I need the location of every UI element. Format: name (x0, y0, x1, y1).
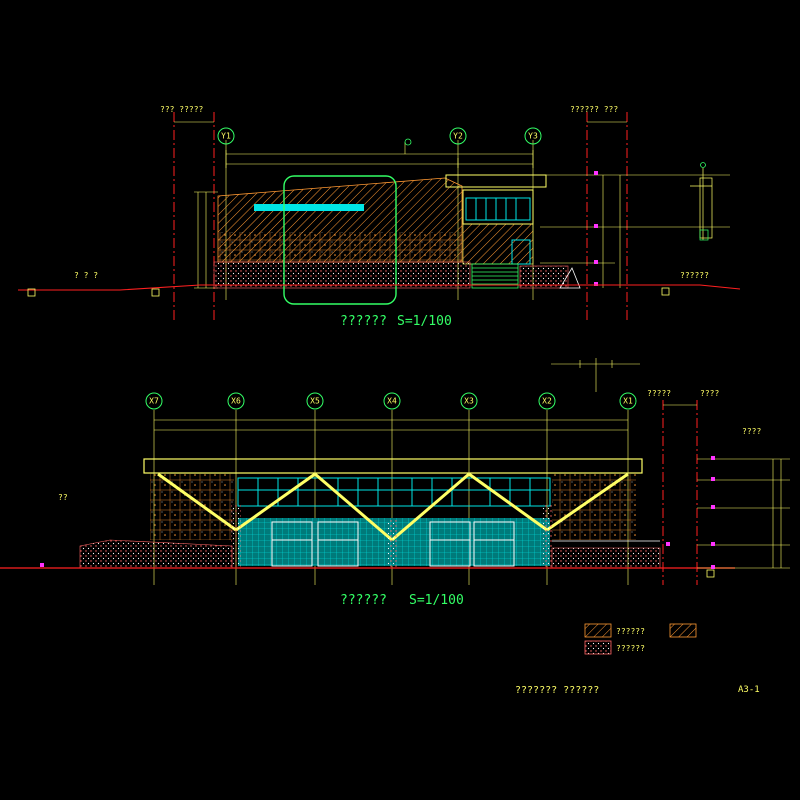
legend-swatch-hatch-b (669, 623, 697, 638)
legend-label: ?????? (616, 627, 645, 636)
upper-title: ?????? (340, 314, 387, 329)
wall-section-detail (690, 168, 713, 241)
upper-axis-bubbles: Y1 Y2 Y3 (217, 127, 542, 145)
material-legend: ?????? ?????? (584, 623, 697, 655)
axis-label: X1 (623, 397, 633, 406)
axis-label: X3 (464, 397, 474, 406)
diagonal-braces (157, 472, 629, 542)
right-plinth (519, 265, 569, 289)
lower-axis-bubbles: X7 X6 X5 X4 X3 X2 X1 (145, 392, 637, 410)
level-markers (594, 171, 598, 286)
section-mark (551, 358, 640, 392)
upper-elevation: ??? ????? ?????? ??? Y1 Y2 Y3 (18, 105, 741, 329)
sheet-title: ??????? ?????? (515, 685, 599, 696)
axis-label: X7 (149, 397, 159, 406)
upper-side-label-left: ??? ????? (160, 105, 204, 114)
axis-label: Y1 (221, 132, 231, 141)
lower-left-note: ?? (58, 493, 68, 502)
highlight-frame (283, 175, 397, 305)
lower-right-levels (697, 458, 790, 569)
legend-swatch-dots (584, 640, 612, 655)
upper-dimension-lines (225, 142, 534, 168)
right-stone-wall (552, 474, 636, 540)
upper-window-block (462, 189, 534, 225)
legend-swatch-hatch (584, 623, 612, 638)
lower-red-axes (662, 400, 698, 585)
axis-label: X2 (542, 397, 552, 406)
upper-side-label-right: ?????? ??? (570, 105, 618, 114)
axis-label: X6 (231, 397, 241, 406)
upper-ground-line (18, 284, 741, 291)
lower-side-label-b: ???? (700, 389, 719, 398)
sheet-number: A3-1 (738, 685, 760, 695)
legend-label: ?????? (616, 644, 645, 653)
lower-scale: S=1/100 (409, 593, 464, 608)
left-berm (79, 539, 233, 569)
ground-label-left: ? ? ? (74, 271, 98, 280)
lower-level-markers (40, 456, 715, 569)
axis-label: X4 (387, 397, 397, 406)
upper-scale: S=1/100 (397, 314, 452, 329)
lower-title: ?????? (340, 593, 387, 608)
entrance-door (511, 239, 531, 265)
axis-label: Y3 (528, 132, 538, 141)
columns (231, 504, 552, 568)
lower-elevation: X7 X6 X5 X4 X3 X2 X1 (0, 358, 790, 608)
axis-label: X5 (310, 397, 320, 406)
roof-slab (143, 458, 643, 474)
entrance-stairs (471, 263, 519, 289)
ground-label-right: ?????? (680, 271, 709, 280)
right-hatched-wall (462, 223, 534, 265)
ground-marks (27, 287, 670, 297)
upper-glazing (237, 477, 551, 507)
ramp-rail (559, 267, 581, 289)
left-stone-wall (150, 474, 234, 540)
upper-right-levels (540, 174, 730, 288)
right-berm (551, 547, 661, 569)
lower-glazing-frames (271, 521, 515, 567)
upper-window-mullions (465, 197, 531, 221)
window-strip (254, 204, 364, 211)
lower-side-label-a: ????? (647, 389, 671, 398)
base-plinth (213, 261, 471, 289)
axis-label: Y2 (453, 132, 463, 141)
stone-wall (218, 232, 462, 262)
roof-canopy (445, 174, 547, 188)
lower-right-note: ???? (742, 427, 761, 436)
